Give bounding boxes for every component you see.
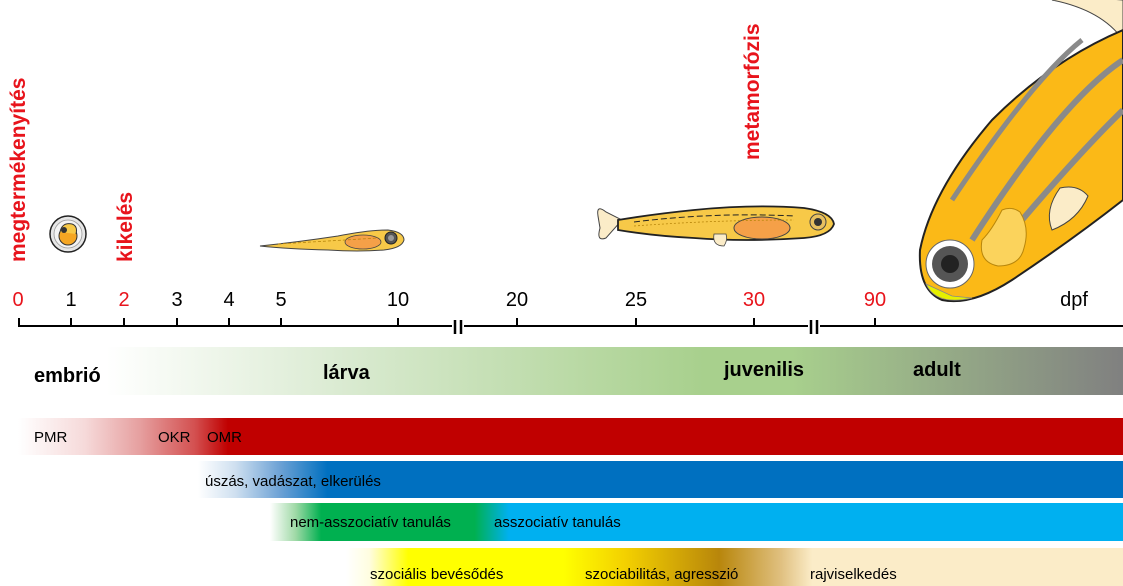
fertilization-label: megtermékenyítés <box>8 78 29 262</box>
social-label-sociability: szociabilitás, agresszió <box>585 567 738 582</box>
social-label-imprinting: szociális bevésődés <box>370 567 503 582</box>
learning-label-nonassociative: nem-asszociatív tanulás <box>290 515 451 530</box>
tick-label-1: 1 <box>65 290 76 310</box>
learning-label-associative: asszociatív tanulás <box>494 515 621 530</box>
tick-label-5: 5 <box>275 290 286 310</box>
reflex-label-pmr: PMR <box>34 430 67 445</box>
social-label-schooling: rajviselkedés <box>810 567 897 582</box>
stage-label-juvenile: juvenilis <box>724 360 804 380</box>
juvenile-illustration <box>594 198 840 250</box>
reflex-label-omr: OMR <box>207 430 242 445</box>
hatching-label: kikelés <box>115 192 136 262</box>
larva-illustration <box>258 222 410 256</box>
tick-label-0: 0 <box>12 290 23 310</box>
tick-label-90: 90 <box>864 290 886 310</box>
tick-label-30: 30 <box>743 290 765 310</box>
tick-label-2: 2 <box>118 290 129 310</box>
tick-label-3: 3 <box>171 290 182 310</box>
axis-unit-label: dpf <box>1060 290 1088 310</box>
axis-break-1 <box>452 320 464 334</box>
reflex-label-okr: OKR <box>158 430 191 445</box>
stage-label-embryo: embrió <box>34 366 101 386</box>
metamorphosis-label: metamorfózis <box>742 23 763 160</box>
axis-break-2 <box>808 320 820 334</box>
stage-label-adult: adult <box>913 360 961 380</box>
tick-label-4: 4 <box>223 290 234 310</box>
tick-label-10: 10 <box>387 290 409 310</box>
embryo-illustration <box>48 212 88 256</box>
tick-label-25: 25 <box>625 290 647 310</box>
time-axis <box>0 312 1123 342</box>
swimming-label: úszás, vadászat, elkerülés <box>205 474 381 489</box>
tick-label-20: 20 <box>506 290 528 310</box>
stage-label-larva: lárva <box>323 363 370 383</box>
adult-illustration <box>912 0 1123 306</box>
